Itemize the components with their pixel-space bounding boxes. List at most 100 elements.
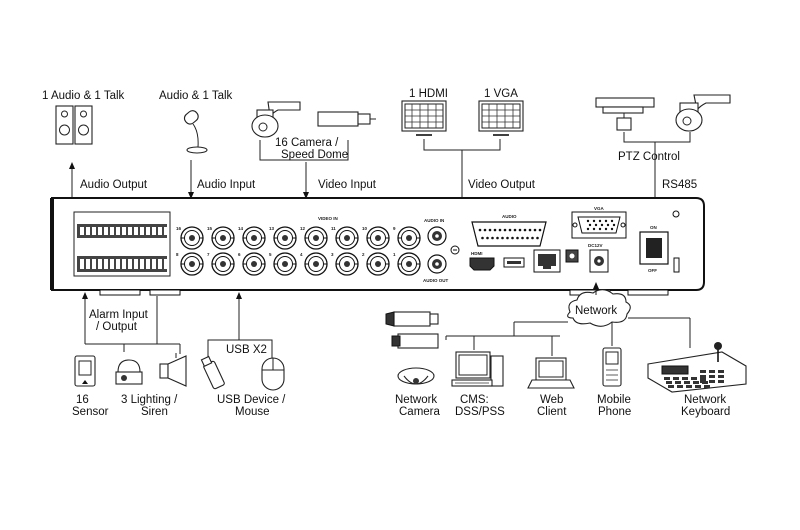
terminal-pin [86,259,90,269]
keyboard-key [675,381,681,384]
speaker-icon [55,105,93,145]
terminal-pin [158,227,162,235]
bnc-number-label: 9 [393,226,396,231]
ptz-control-label: PTZ Control [618,151,680,163]
audio-input-arrow [188,192,194,199]
db25-pin [486,236,489,240]
audio-talk-top-label: 1 Audio & 1 Talk [42,90,125,102]
db25-pin [533,228,537,232]
keyboard-key [709,380,715,383]
db25-pin [511,236,514,240]
db25-pin [493,228,497,232]
vga-pin [606,223,610,227]
db25-pin [491,236,494,240]
keyboard-key [686,385,692,388]
audio-input-label: Audio Input [197,179,256,191]
ptz-dome-camera-icon [675,94,731,132]
terminal-pin [140,227,144,235]
vga-pin [600,223,604,227]
bnc-connector-icon: 4 [300,252,328,276]
bnc-connector-icon: 7 [207,252,235,276]
terminal-pin [152,259,156,269]
db25-pin [501,236,504,240]
terminal-pin [164,259,168,269]
lighting-siren-label-1: 3 Lighting / [121,394,178,406]
bnc-connector-icon: 13 [269,226,297,250]
ground-screw-icon [450,245,460,255]
terminal-pin [134,259,138,269]
db25-pin [513,228,517,232]
keyboard-key [664,377,670,380]
bnc-number-label: 12 [300,226,306,231]
audio-db25-port-icon [471,221,547,247]
network-camera-label-2: Camera [399,406,441,418]
video-input-arrow [303,192,309,199]
vga-pin [612,223,616,227]
bnc-connector-icon: 6 [238,252,266,276]
alarm-io-label-1: Alarm Input [89,309,149,321]
vga-label: 1 VGA [484,88,518,100]
db25-pin [526,236,529,240]
keyboard-key [709,370,715,373]
box-camera-icon [317,111,376,127]
keyboard-key [700,375,706,378]
web-client-laptop-icon [527,357,575,389]
terminal-pin [80,227,84,235]
camera-speed-dome-label-2: Speed Dome [281,149,348,161]
terminal-pin [92,259,96,269]
bnc-connector-icon: 5 [269,252,297,276]
panel-screw-icon [672,210,680,273]
vga-monitor-icon [478,100,524,136]
vga-pin [610,227,614,231]
bnc-number-label: 5 [269,252,272,257]
audio-port-text: AUDIO [502,214,517,219]
vga-pin [586,227,590,231]
audio-talk-mic-label: Audio & 1 Talk [159,90,233,102]
bnc-number-label: 10 [362,226,368,231]
usb-up-arrow [236,292,242,299]
bnc-number-label: 3 [331,252,334,257]
db25-pin [518,228,522,232]
audio-out-text: AUDIO OUT [423,278,449,283]
db25-pin [508,228,512,232]
network-keyboard-label-2: Keyboard [681,406,730,418]
camera-bracket-line [259,140,349,161]
terminal-pin [158,259,162,269]
ptz-box-camera-icon [595,97,655,131]
vga-pin [610,219,614,223]
siren-icon [159,353,187,387]
keyboard-key [693,381,699,384]
video-input-label: Video Input [318,179,377,191]
db25-pin [498,228,502,232]
vga-port-icon [571,211,627,239]
alarm-up-arrow [82,292,88,299]
bnc-number-label: 11 [331,226,336,231]
db25-pin [528,228,532,232]
vga-pin [598,219,602,223]
vga-pin [594,223,598,227]
mobile-phone-icon [602,347,622,387]
db25-pin [478,228,482,232]
network-camera-label-1: Network [395,394,437,406]
bnc-connector-icon: 12 [300,226,328,250]
keyboard-key [704,385,710,388]
keyboard-key [700,370,706,373]
speed-dome-camera-icon [251,101,301,138]
keyboard-key [700,380,706,383]
db25-pin [521,236,524,240]
terminal-pin [104,227,108,235]
vga-pin [586,219,590,223]
bnc-connector-icon: 9 [393,226,421,250]
bnc-connector-icon: 3 [331,252,359,276]
network-dome-camera-icon [397,367,435,385]
network-label: Network [575,305,617,317]
cms-pc-icon [451,351,504,387]
terminal-pin [80,259,84,269]
usb-x2-label: USB X2 [226,344,267,356]
db25-pin [538,228,542,232]
bnc-number-label: 6 [238,252,241,257]
keyboard-key [666,381,672,384]
power-jack-icon [589,249,609,273]
bnc-connector-icon: 11 [331,226,359,250]
usb-bracket-line [207,339,273,360]
